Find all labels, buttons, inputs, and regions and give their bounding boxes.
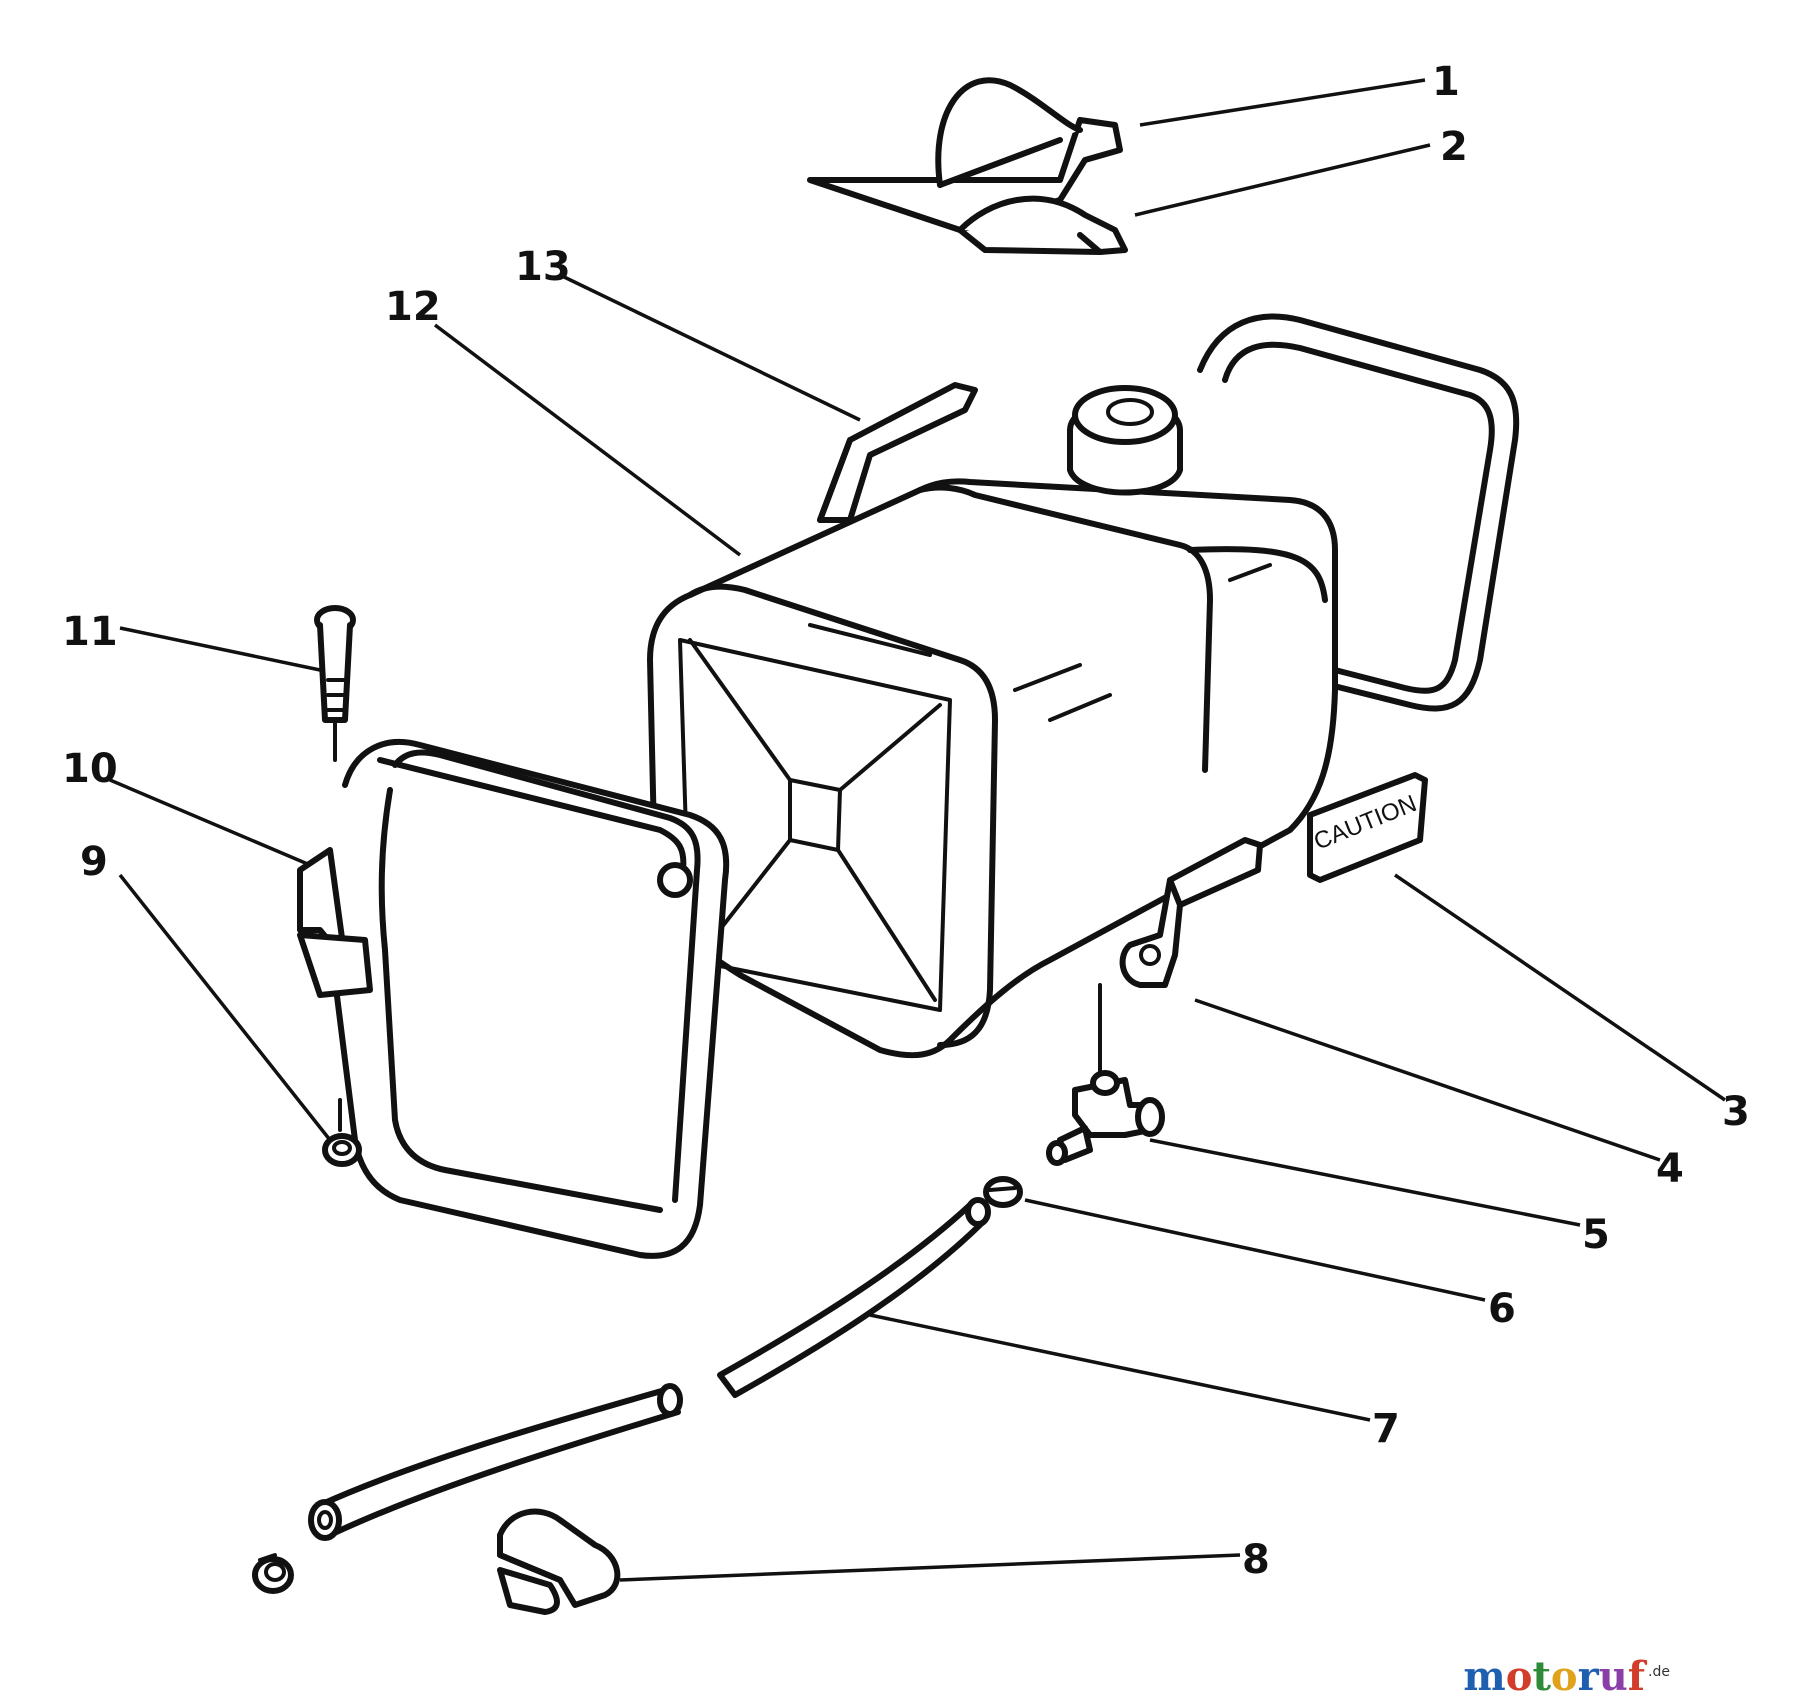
callout-13: 13 <box>515 244 571 290</box>
callout-5: 5 <box>1582 1212 1610 1258</box>
callout-10: 10 <box>62 746 118 792</box>
top-clip-bracket <box>807 77 1128 255</box>
shutoff-valve <box>1046 983 1165 1166</box>
leader-12 <box>433 323 742 557</box>
fuel-tank <box>647 385 1338 1059</box>
mounting-bracket <box>1119 837 1263 988</box>
callout-labels: 1 2 3 4 5 6 7 8 9 10 11 12 13 <box>62 59 1750 1583</box>
fuel-line <box>308 1197 991 1541</box>
callout-3: 3 <box>1722 1089 1750 1135</box>
watermark-letter: o <box>1506 1653 1533 1699</box>
callout-12: 12 <box>385 284 441 330</box>
watermark-letter: m <box>1463 1653 1505 1699</box>
watermark-logo: motoruf .de <box>1463 1653 1670 1699</box>
leader-10 <box>109 778 311 867</box>
leader-13 <box>559 273 861 422</box>
watermark-suffix: .de <box>1648 1664 1670 1680</box>
leader-4 <box>1194 998 1661 1162</box>
tank-top-bracket <box>817 382 978 523</box>
leader-2 <box>1134 143 1431 217</box>
watermark-letter: r <box>1578 1653 1600 1699</box>
leader-5 <box>1149 1138 1581 1227</box>
callout-11: 11 <box>62 609 118 655</box>
callout-6: 6 <box>1488 1286 1516 1332</box>
callout-9: 9 <box>80 839 108 885</box>
hose-clamp-lower <box>252 1553 294 1594</box>
front-tank-strap <box>297 738 730 1259</box>
leader-9 <box>118 873 332 1142</box>
leader-7 <box>869 1313 1371 1422</box>
watermark-letter: o <box>1551 1653 1578 1699</box>
bolt <box>314 605 356 762</box>
rear-tank-strap <box>1197 313 1520 712</box>
leader-11 <box>119 626 321 672</box>
leader-6 <box>1024 1198 1486 1302</box>
leader-1 <box>1139 78 1426 127</box>
callout-8: 8 <box>1242 1537 1270 1583</box>
watermark-letter: u <box>1599 1653 1628 1699</box>
leader-lines <box>109 78 1726 1582</box>
callout-1: 1 <box>1432 59 1460 105</box>
caution-decal: CAUTION <box>1307 772 1428 883</box>
leader-8 <box>619 1553 1241 1582</box>
fuel-line-clip <box>497 1508 621 1615</box>
callout-2: 2 <box>1440 124 1468 170</box>
watermark-letter: f <box>1628 1653 1648 1699</box>
svg-text:motoruf: motoruf <box>1463 1653 1647 1699</box>
nut <box>322 1098 362 1167</box>
hose-clamp-upper <box>983 1176 1023 1208</box>
leader-3 <box>1394 873 1726 1102</box>
watermark-letter: t <box>1532 1653 1551 1699</box>
callout-4: 4 <box>1656 1146 1684 1192</box>
callout-7: 7 <box>1372 1406 1400 1452</box>
